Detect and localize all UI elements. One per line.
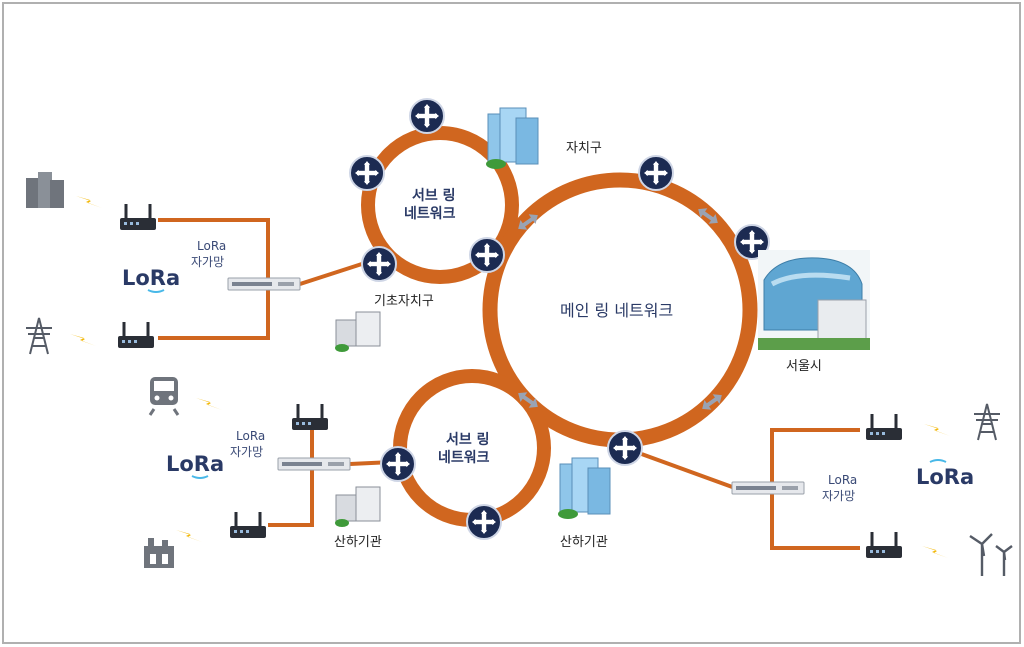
network-switch-icon bbox=[227, 277, 301, 291]
lora-net-label: 자가망 bbox=[191, 255, 224, 269]
network-switch-icon bbox=[731, 481, 805, 495]
agency-building-icon bbox=[334, 486, 381, 528]
router-icon bbox=[349, 155, 385, 191]
factory-icon bbox=[144, 538, 174, 568]
router-icon bbox=[607, 430, 643, 466]
place-label-sanha-left: 산하기관 bbox=[334, 535, 382, 550]
main-ring-label: 메인 링 네트워크 bbox=[560, 301, 673, 320]
router-icon bbox=[638, 155, 674, 191]
local-building-icon bbox=[334, 311, 381, 353]
sub-ring-top-label: 서브 링 bbox=[412, 187, 456, 204]
router-icon bbox=[409, 98, 445, 134]
place-label-seoul: 서울시 bbox=[786, 359, 822, 374]
agency-building-icon bbox=[557, 457, 611, 520]
svg-text:LoRa: LoRa bbox=[122, 266, 180, 290]
place-label-sanha-right: 산하기관 bbox=[560, 535, 608, 550]
train-icon bbox=[148, 377, 180, 416]
lora-gateway-icon bbox=[228, 510, 268, 540]
wireless-signal-icon bbox=[76, 196, 102, 208]
sub-ring-bottom-label: 서브 링 bbox=[446, 431, 490, 448]
lora-logo: LoRa bbox=[122, 266, 180, 293]
wireless-signal-icon bbox=[922, 546, 948, 558]
wireless-signal-icon bbox=[176, 530, 202, 542]
power-tower-icon bbox=[974, 403, 1000, 441]
lora-gateway-icon bbox=[290, 402, 330, 432]
lora-logo: LoRa bbox=[916, 459, 974, 489]
wireless-signal-icon bbox=[70, 334, 96, 346]
lora-net-label: 자가망 bbox=[230, 445, 263, 459]
lora-logo: LoRa bbox=[166, 452, 224, 479]
seoul-city-hall-icon bbox=[758, 250, 870, 350]
place-label-gicho: 기초자치구 bbox=[374, 294, 434, 309]
lora-net-label: 자가망 bbox=[822, 489, 855, 503]
sub-ring-bottom-label: 네트워크 bbox=[438, 450, 490, 466]
lora-net-label: LoRa bbox=[197, 239, 226, 253]
wind-turbine-icon bbox=[969, 533, 1013, 576]
apartment-icon bbox=[26, 172, 64, 208]
wireless-signal-icon bbox=[196, 398, 222, 410]
link-arrows bbox=[518, 208, 722, 410]
svg-text:LoRa: LoRa bbox=[166, 452, 224, 476]
lora-gateway-icon bbox=[118, 202, 158, 232]
power-tower-icon bbox=[26, 317, 52, 355]
sub-ring-top bbox=[361, 126, 519, 284]
district-building-icon bbox=[485, 107, 539, 170]
lora-gateway-icon bbox=[864, 412, 904, 442]
lora-net-label: LoRa bbox=[828, 473, 857, 487]
wireless-signal-icon bbox=[924, 424, 950, 436]
lora-gateway-icon bbox=[116, 320, 156, 350]
sub-ring-top-label: 네트워크 bbox=[404, 206, 456, 222]
router-icon bbox=[380, 446, 416, 482]
router-icon bbox=[469, 237, 505, 273]
place-label-jachigu: 자치구 bbox=[566, 141, 602, 156]
router-icon bbox=[466, 504, 502, 540]
router-icon bbox=[361, 246, 397, 282]
svg-text:LoRa: LoRa bbox=[916, 465, 974, 489]
lora-gateway-icon bbox=[864, 530, 904, 560]
network-switch-icon bbox=[277, 457, 351, 471]
lora-net-label: LoRa bbox=[236, 429, 265, 443]
